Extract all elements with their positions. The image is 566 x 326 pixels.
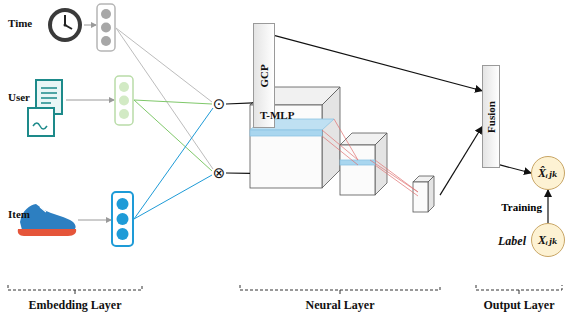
node-text: Xᵢⱼₖ (538, 233, 558, 248)
connector (440, 127, 482, 195)
layer-label: Neural Layer (306, 298, 375, 313)
user-embedding (115, 76, 133, 125)
node-text: X̂ᵢⱼₖ (538, 166, 558, 181)
layer-label: Output Layer (483, 298, 554, 313)
connector (500, 165, 531, 173)
connector (275, 36, 482, 91)
outer-product-operator: ⊗ (212, 166, 226, 180)
node-text: T-MLP (260, 109, 294, 121)
layer-brackets (8, 285, 562, 294)
connector (226, 103, 253, 104)
hadamard-operator: ⊙ (212, 97, 226, 111)
layer-label: Embedding Layer (28, 298, 121, 313)
edge-label: Training (500, 201, 543, 213)
input-label: User (8, 91, 30, 103)
connector (547, 190, 548, 223)
connector (226, 172, 250, 174)
clock-icon (48, 8, 82, 42)
t-mlp-cubes (250, 87, 434, 212)
node-text: ⊙ (213, 97, 226, 112)
time-embedding (97, 4, 115, 51)
node-text: GCP (258, 64, 270, 87)
fusion-box: Fusion (482, 65, 500, 168)
node-text: Fusion (485, 101, 497, 133)
document-icon (28, 80, 62, 136)
node-text: ⊗ (213, 166, 226, 181)
node-text: Label (498, 234, 526, 249)
input-label: Time (8, 17, 32, 29)
item-embedding (112, 192, 133, 246)
label-circle: LabelXᵢⱼₖ (531, 223, 565, 257)
input-label: Item (8, 208, 30, 220)
prediction-circle: X̂ᵢⱼₖ (531, 156, 565, 190)
t-mlp-block: T-MLP (250, 85, 440, 213)
